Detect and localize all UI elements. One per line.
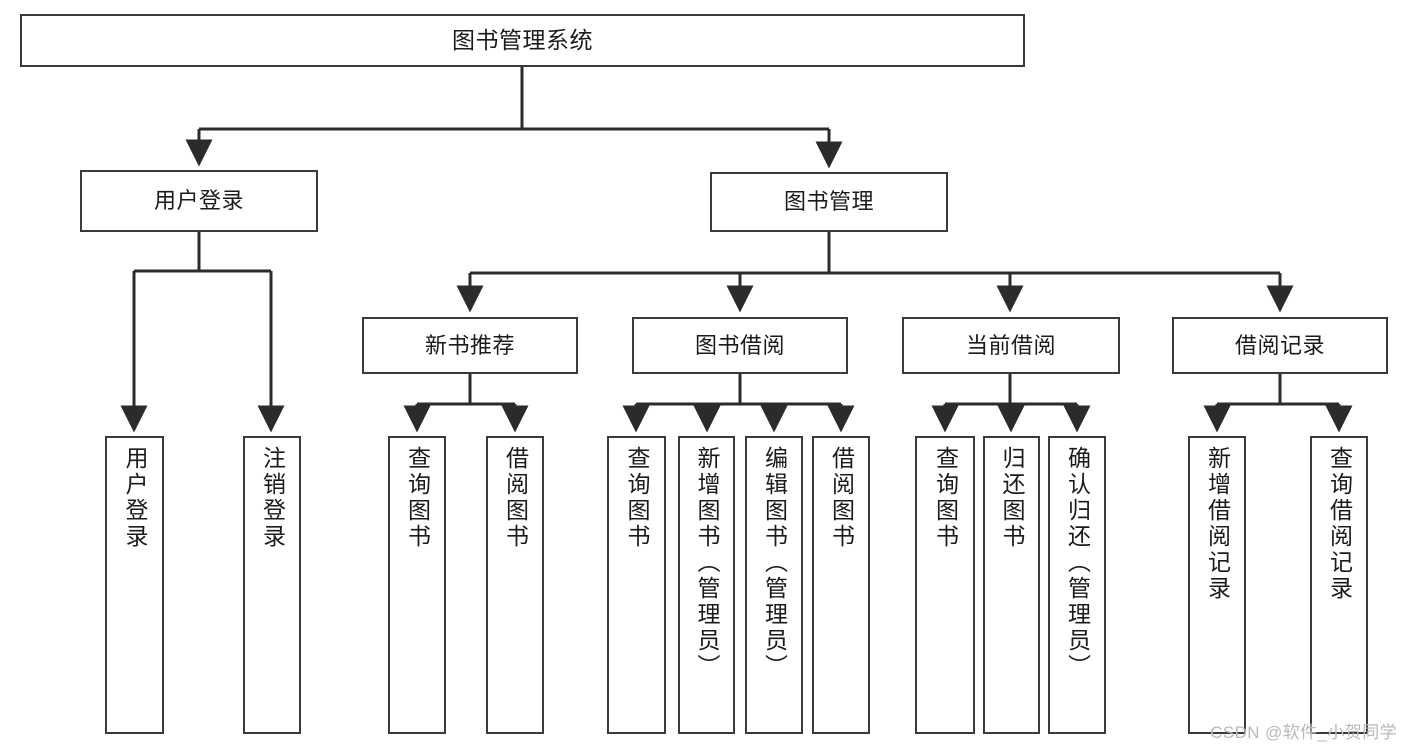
node-leaf-borrow-book-rec-label: 借阅图书: [502, 446, 529, 550]
node-leaf-add-record-label: 新增借阅记录: [1204, 446, 1231, 602]
node-leaf-borrow-book-bb[interactable]: 借阅图书: [812, 436, 870, 734]
node-leaf-confirm-return-label: 确认归还（管理员）: [1064, 446, 1091, 680]
node-leaf-query-book-bb[interactable]: 查询图书: [607, 436, 666, 734]
node-leaf-add-book-label: 新增图书（管理员）: [694, 446, 720, 680]
node-leaf-query-book-rec-label: 查询图书: [404, 446, 431, 550]
node-user-login-label: 用户登录: [153, 188, 244, 214]
node-leaf-query-book-cb-label: 查询图书: [932, 446, 959, 550]
node-leaf-add-record[interactable]: 新增借阅记录: [1188, 436, 1246, 734]
node-leaf-query-record-label: 查询借阅记录: [1326, 446, 1353, 602]
node-leaf-query-book-cb[interactable]: 查询图书: [915, 436, 975, 734]
node-leaf-user-login[interactable]: 用户登录: [105, 436, 164, 734]
node-book-borrow-label: 图书借阅: [694, 332, 785, 358]
node-book-borrow[interactable]: 图书借阅: [632, 317, 848, 374]
csdn-watermark: CSDN @软件_小贺同学: [1210, 723, 1397, 742]
node-leaf-confirm-return[interactable]: 确认归还（管理员）: [1048, 436, 1106, 734]
node-leaf-query-book-bb-label: 查询图书: [624, 446, 650, 550]
node-new-book-recommend[interactable]: 新书推荐: [362, 317, 578, 374]
node-book-manage-label: 图书管理: [783, 189, 874, 215]
node-borrow-record-label: 借阅记录: [1234, 332, 1325, 358]
node-leaf-user-login-label: 用户登录: [122, 446, 148, 550]
node-leaf-borrow-book-rec[interactable]: 借阅图书: [486, 436, 544, 734]
node-user-login[interactable]: 用户登录: [80, 170, 318, 232]
node-leaf-logout[interactable]: 注销登录: [243, 436, 301, 734]
node-root[interactable]: 图书管理系统: [20, 14, 1025, 67]
node-current-borrow-label: 当前借阅: [965, 332, 1056, 358]
node-leaf-query-record[interactable]: 查询借阅记录: [1310, 436, 1368, 734]
node-borrow-record[interactable]: 借阅记录: [1172, 317, 1388, 374]
node-leaf-edit-book-label: 编辑图书（管理员）: [761, 446, 788, 680]
node-leaf-return-book[interactable]: 归还图书: [983, 436, 1040, 734]
node-book-manage[interactable]: 图书管理: [710, 172, 948, 232]
node-leaf-edit-book[interactable]: 编辑图书（管理员）: [745, 436, 803, 734]
node-leaf-add-book[interactable]: 新增图书（管理员）: [678, 436, 735, 734]
node-leaf-logout-label: 注销登录: [259, 446, 286, 550]
node-leaf-return-book-label: 归还图书: [999, 446, 1025, 550]
node-leaf-query-book-rec[interactable]: 查询图书: [388, 436, 446, 734]
node-current-borrow[interactable]: 当前借阅: [902, 317, 1120, 374]
node-new-book-recommend-label: 新书推荐: [424, 332, 515, 358]
node-leaf-borrow-book-bb-label: 借阅图书: [828, 446, 855, 550]
node-root-label: 图书管理系统: [452, 26, 593, 53]
